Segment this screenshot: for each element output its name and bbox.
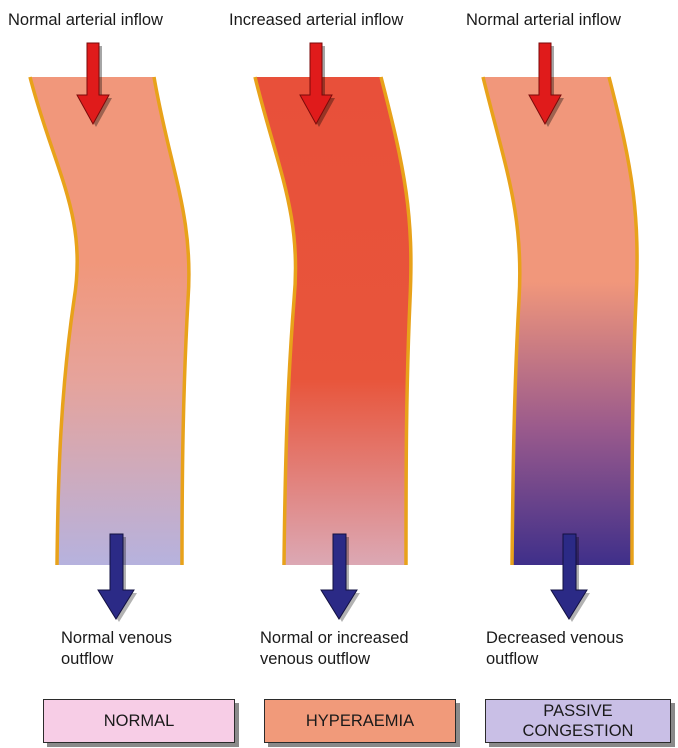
outflow-label-hyperaemia: Normal or increased venous outflow — [260, 628, 409, 670]
vessel-hyperaemia — [255, 77, 411, 565]
category-box-hyperaemia: HYPERAEMIA — [264, 699, 456, 743]
vessel-normal — [30, 77, 189, 565]
vessel-passive-congestion — [483, 77, 637, 565]
category-box-passive-congestion: PASSIVE CONGESTION — [485, 699, 671, 743]
category-box-normal: NORMAL — [43, 699, 235, 743]
category-label-hyperaemia: HYPERAEMIA — [306, 711, 414, 731]
inflow-label-passive-congestion: Normal arterial inflow — [466, 10, 621, 31]
category-label-passive-congestion: PASSIVE CONGESTION — [523, 701, 634, 741]
outflow-label-normal: Normal venous outflow — [61, 628, 172, 670]
category-label-normal: NORMAL — [104, 711, 175, 731]
inflow-label-normal: Normal arterial inflow — [8, 10, 163, 31]
inflow-label-hyperaemia: Increased arterial inflow — [229, 10, 403, 31]
outflow-label-passive-congestion: Decreased venous outflow — [486, 628, 624, 670]
